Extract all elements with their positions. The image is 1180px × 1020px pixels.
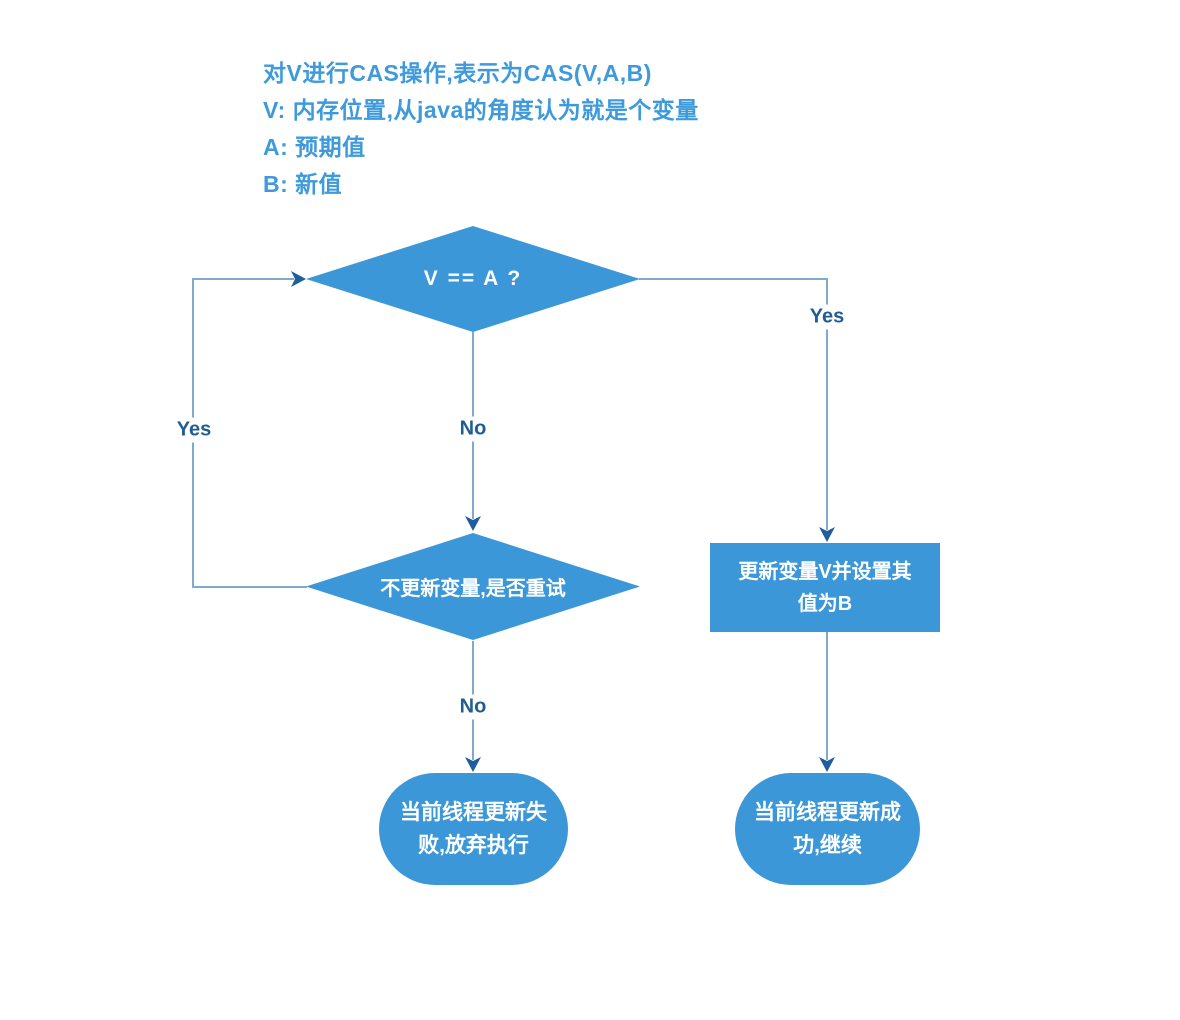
annotation-line-1: 对V进行CAS操作,表示为CAS(V,A,B) [263,60,652,86]
annotation-line-2: V: 内存位置,从java的角度认为就是个变量 [263,97,699,123]
terminator-node-update-fail-label: 当前线程更新失败,放弃执行 [400,801,547,857]
connector-decision1-update [639,278,828,530]
decision-node-retry-label: 不更新变量,是否重试 [380,578,566,600]
arrowhead-decision1-left [291,271,306,287]
arrowhead-decision2-top [465,516,481,531]
terminator-node-update-success: 当前线程更新成功,继续 [735,773,920,885]
edge-label-no-top: No [454,416,492,442]
terminator-node-update-fail: 当前线程更新失败,放弃执行 [379,773,568,885]
process-node-update-variable: 更新变量V并设置其值为B [710,543,940,632]
arrowhead-update-top [819,527,835,542]
annotation-line-3: A: 预期值 [263,134,366,160]
decision-node-v-equals-a-label: V == A ? [423,267,523,290]
annotation-line-4: B: 新值 [263,171,343,197]
edge-label-yes-right: Yes [804,304,850,330]
cas-annotation: 对V进行CAS操作,表示为CAS(V,A,B) V: 内存位置,从java的角度… [263,55,699,203]
edge-label-no-bottom: No [454,694,492,720]
edge-label-yes-left: Yes [171,417,217,443]
arrowhead-success-top [819,757,835,772]
decision-node-v-equals-a: V == A ? [306,226,640,332]
arrowhead-fail-top [465,757,481,772]
process-node-update-variable-label: 更新变量V并设置其值为B [738,560,912,615]
terminator-node-update-success-label: 当前线程更新成功,继续 [754,801,901,857]
decision-node-retry: 不更新变量,是否重试 [306,533,640,640]
